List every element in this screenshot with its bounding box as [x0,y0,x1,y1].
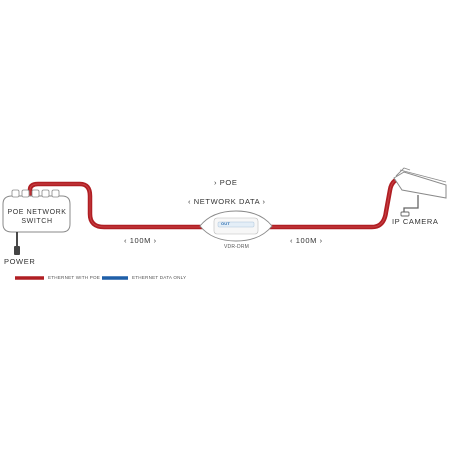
poe-cable-highlight [29,177,405,228]
power-label: POWER [4,257,36,266]
legend-label-poe: ETHERNET WITH POE [48,275,101,280]
network-data-label: ‹ NETWORK DATA › [188,197,266,206]
switch-label-line1: POE NETWORK [7,209,67,216]
left-distance-label: ‹ 100M › [124,236,157,245]
extender-model-label: VDR-DRM [224,244,250,250]
power-cord [14,232,20,255]
poe-extender [199,210,273,242]
poe-label: › POE [214,178,238,187]
extender-brand-label: OUT [221,221,231,226]
switch-label-line2: SWITCH [21,218,53,225]
right-distance-label: ‹ 100M › [290,236,323,245]
poe-network-switch [2,189,71,233]
switch-label: POE NETWORK SWITCH [4,208,70,226]
camera-label: IP CAMERA [392,217,439,226]
legend-label-data: ETHERNET DATA ONLY [132,275,187,280]
ip-camera [393,167,447,217]
